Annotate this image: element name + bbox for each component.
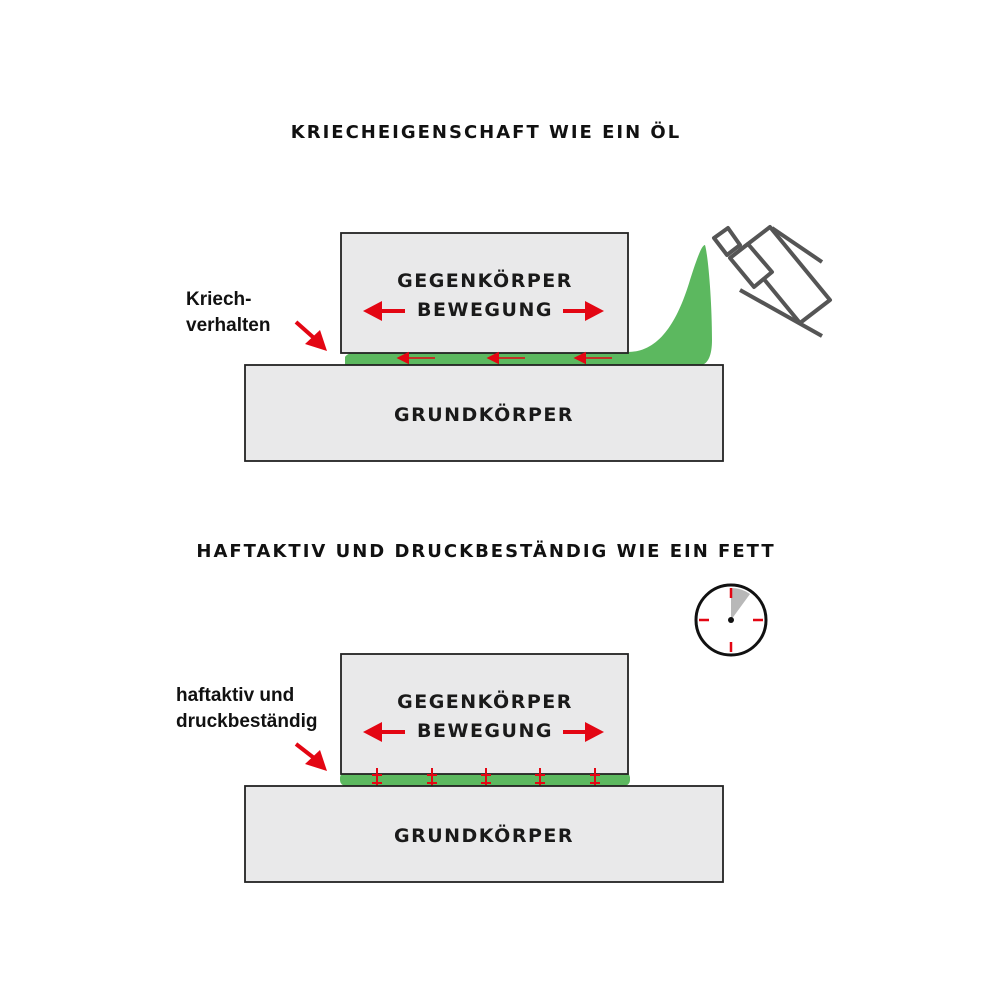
upper-block-label-1: GEGENKÖRPER xyxy=(397,268,573,292)
lower-block-bottom xyxy=(244,785,724,883)
pointer-arrow-top xyxy=(294,320,327,351)
movement-arrows-bottom xyxy=(363,722,604,742)
upper-block-label-4: BEWEGUNG xyxy=(417,720,553,742)
upper-block-top xyxy=(340,232,629,354)
lower-block-label-bottom: GRUNDKÖRPER xyxy=(394,823,574,847)
lower-block-top xyxy=(244,364,724,462)
upper-block-label-3: GEGENKÖRPER xyxy=(397,689,573,713)
spray-can-icon xyxy=(712,225,832,325)
bottom-title: HAFTAKTIV UND DRUCKBESTÄNDIG WIE EIN FET… xyxy=(196,540,775,562)
upper-block-bottom xyxy=(340,653,629,775)
movement-arrows-top xyxy=(363,301,604,321)
clock-icon xyxy=(694,583,768,657)
upper-block-label-2: BEWEGUNG xyxy=(417,299,553,321)
pointer-arrow-bottom xyxy=(294,742,327,771)
top-title: KRIECHEIGENSCHAFT WIE EIN ÖL xyxy=(291,121,681,143)
side-label-bottom-2: druckbeständig xyxy=(176,711,317,732)
side-label-bottom-1: haftaktiv und xyxy=(176,685,294,706)
side-label-top-1: Kriech- xyxy=(186,289,251,310)
side-label-top-2: verhalten xyxy=(186,315,270,336)
spray-can-body xyxy=(739,226,824,338)
lower-block-label-top: GRUNDKÖRPER xyxy=(394,402,574,426)
